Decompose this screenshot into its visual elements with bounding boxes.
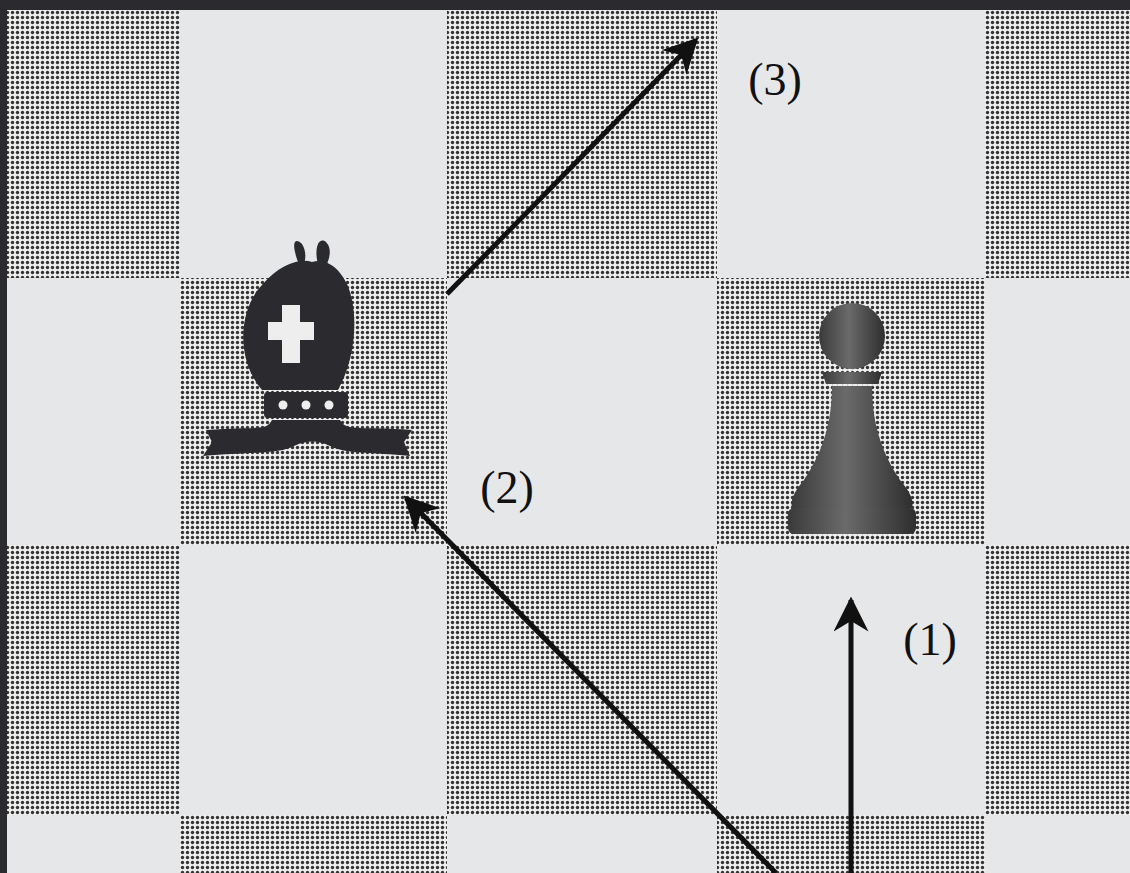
board-square: [985, 545, 1130, 815]
board-square: [7, 815, 180, 873]
move-arrows: [406, 40, 851, 873]
board-square: [447, 10, 717, 278]
bishop-piece: [203, 241, 412, 456]
callout-number: (3): [748, 57, 802, 103]
callout-number: (1): [903, 617, 957, 663]
pawn-piece: [788, 303, 916, 534]
board-square: [180, 815, 447, 873]
board-square: [717, 10, 985, 278]
callout-number: (2): [480, 465, 534, 511]
board-square: [7, 545, 180, 815]
frame-edge: [0, 0, 1130, 10]
board-square: [447, 815, 717, 873]
board-square: [7, 10, 180, 278]
board-square: [447, 278, 717, 545]
board-square: [717, 278, 985, 545]
board-square: [985, 815, 1130, 873]
board-square: [180, 545, 447, 815]
board-square: [7, 278, 180, 545]
frame-edge: [0, 0, 7, 873]
board-square: [985, 278, 1130, 545]
board-square: [180, 10, 447, 278]
board-square: [985, 10, 1130, 278]
board-squares: [7, 10, 1130, 873]
